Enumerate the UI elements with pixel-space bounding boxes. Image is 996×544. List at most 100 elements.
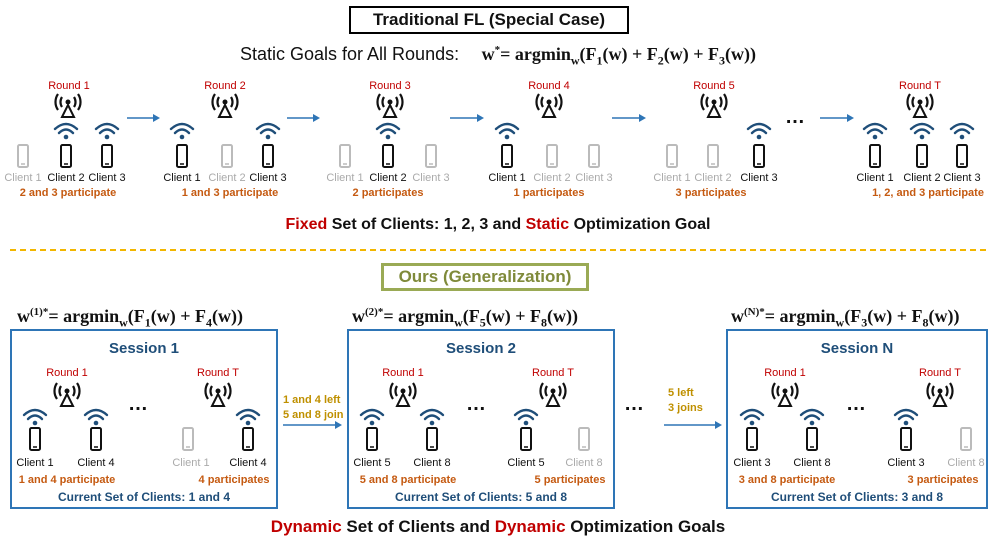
base-station-icon xyxy=(539,382,567,407)
wifi-icon xyxy=(94,122,120,140)
client-label: Client 1 xyxy=(856,172,894,184)
wifi-icon xyxy=(169,122,195,140)
flow-arrow xyxy=(287,114,320,122)
phone-icon xyxy=(29,427,41,451)
flow-arrow xyxy=(283,421,342,429)
wifi-icon xyxy=(22,408,48,426)
client-label: Client 1 xyxy=(326,172,364,184)
phone-icon xyxy=(916,144,928,168)
phone-icon xyxy=(960,427,972,451)
transition-2-label: 5 left 3 joins xyxy=(668,386,703,416)
transition-1-line-2: 5 and 8 join xyxy=(283,409,344,421)
client-label: Client 3 xyxy=(943,172,981,184)
client-label: Client 1 xyxy=(653,172,691,184)
client-label: Client 3 xyxy=(740,172,778,184)
participation-label: 1 participates xyxy=(513,187,585,199)
wifi-icon xyxy=(255,122,281,140)
base-station-icon xyxy=(389,382,417,407)
participation-label: 3 participates xyxy=(907,474,979,486)
session-n-round-1-label: Round 1 xyxy=(764,367,806,379)
session-2-round-t-label: Round T xyxy=(532,367,574,379)
phone-icon xyxy=(806,427,818,451)
phone-icon xyxy=(666,144,678,168)
flow-arrow xyxy=(127,114,160,122)
phone-icon xyxy=(339,144,351,168)
ellipsis: … xyxy=(466,393,488,415)
session-n-round-t-label: Round T xyxy=(919,367,961,379)
client-label: Client 1 xyxy=(4,172,42,184)
session-1-title: Session 1 xyxy=(108,340,180,357)
client-label: Client 1 xyxy=(163,172,201,184)
participation-label: 1, 2, and 3 participate xyxy=(872,187,984,199)
phone-icon xyxy=(176,144,188,168)
client-label: Client 2 xyxy=(47,172,85,184)
wifi-icon xyxy=(949,122,975,140)
base-station-icon xyxy=(204,382,232,407)
client-label: Client 8 xyxy=(565,457,603,469)
flow-arrow xyxy=(664,421,722,429)
phone-icon xyxy=(426,427,438,451)
phone-icon xyxy=(746,427,758,451)
dynamic-caption: Dynamic Set of Clients and Dynamic Optim… xyxy=(0,517,996,537)
phone-icon xyxy=(262,144,274,168)
client-label: Client 8 xyxy=(413,457,451,469)
wifi-icon xyxy=(235,408,261,426)
base-station-icon xyxy=(700,93,728,118)
client-label: Client 3 xyxy=(88,172,126,184)
client-label: Client 2 xyxy=(369,172,407,184)
session-2-title: Session 2 xyxy=(445,340,517,357)
client-label: Client 2 xyxy=(208,172,246,184)
client-label: Client 1 xyxy=(172,457,210,469)
participation-label: 1 and 3 participate xyxy=(181,187,279,199)
flow-arrow xyxy=(612,114,646,122)
phone-icon xyxy=(60,144,72,168)
wifi-icon xyxy=(513,408,539,426)
caption-text: Set of Clients and xyxy=(341,517,495,536)
base-station-icon xyxy=(376,93,404,118)
ellipsis: … xyxy=(785,106,807,128)
session-1-current-set: Current Set of Clients: 1 and 4 xyxy=(57,490,231,504)
session-1-round-1-label: Round 1 xyxy=(46,367,88,379)
session-n-box xyxy=(726,329,988,509)
wifi-icon xyxy=(739,408,765,426)
session-2-box xyxy=(347,329,615,509)
session-2-current-set: Current Set of Clients: 5 and 8 xyxy=(394,490,568,504)
wifi-icon xyxy=(53,122,79,140)
phone-icon xyxy=(101,144,113,168)
fixed-word: Fixed xyxy=(285,216,328,233)
wifi-icon xyxy=(494,122,520,140)
client-label: Client 1 xyxy=(488,172,526,184)
ellipsis: … xyxy=(128,393,150,415)
ellipsis: … xyxy=(846,393,868,415)
base-station-icon xyxy=(211,93,239,118)
session-2-round-1-label: Round 1 xyxy=(382,367,424,379)
wifi-icon xyxy=(83,408,109,426)
round-5-label: Round 5 xyxy=(693,80,735,92)
wifi-icon xyxy=(419,408,445,426)
client-label: Client 3 xyxy=(575,172,613,184)
client-label: Client 3 xyxy=(249,172,287,184)
session-n-title: Session N xyxy=(820,340,894,357)
wifi-icon xyxy=(746,122,772,140)
phone-icon xyxy=(366,427,378,451)
phone-icon xyxy=(546,144,558,168)
static-goal-line: Static Goals for All Rounds: w*= argminw… xyxy=(0,44,996,69)
static-word: Static xyxy=(525,216,570,233)
transition-2-line-2: 3 joins xyxy=(668,402,703,414)
flow-arrow xyxy=(820,114,854,122)
base-station-icon xyxy=(906,93,934,118)
round-2-label: Round 2 xyxy=(204,80,246,92)
round-t-label: Round T xyxy=(899,80,941,92)
round-3-label: Round 3 xyxy=(369,80,411,92)
flow-arrow xyxy=(450,114,484,122)
dynamic-word: Dynamic xyxy=(270,517,342,536)
phone-icon xyxy=(221,144,233,168)
caption-text: Optimization Goals xyxy=(565,517,726,536)
goal-label: Static Goals for All Rounds: xyxy=(239,44,460,64)
client-label: Client 2 xyxy=(694,172,732,184)
client-label: Client 2 xyxy=(903,172,941,184)
transition-1-line-1: 1 and 4 left xyxy=(283,394,341,406)
phone-icon xyxy=(588,144,600,168)
wifi-icon xyxy=(359,408,385,426)
